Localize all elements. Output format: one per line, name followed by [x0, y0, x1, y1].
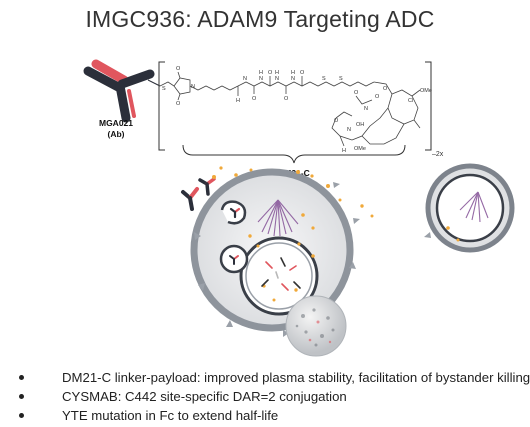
- feature-item: CYSMAB: C442 site-specific DAR=2 conjuga…: [18, 387, 518, 406]
- svg-text:OMe: OMe: [420, 88, 432, 94]
- cell-illustration: [181, 163, 515, 357]
- feature-text: DM21-C linker-payload: improved plasma s…: [62, 370, 530, 385]
- antibody-icon: [83, 59, 161, 123]
- bullet-icon: [19, 394, 24, 399]
- svg-text:OMe: OMe: [354, 146, 366, 152]
- page-title: IMGC936: ADAM9 Targeting ADC: [85, 6, 435, 32]
- svg-text:OH: OH: [356, 122, 364, 128]
- svg-text:O: O: [354, 90, 359, 96]
- svg-text:N: N: [364, 106, 368, 112]
- svg-text:H: H: [291, 70, 295, 76]
- svg-text:S: S: [339, 76, 343, 82]
- svg-text:O: O: [176, 101, 181, 107]
- structure-brace: [182, 144, 406, 164]
- svg-text:O: O: [252, 96, 257, 102]
- svg-text:S: S: [162, 86, 166, 92]
- svg-text:Cl: Cl: [408, 98, 413, 104]
- structure-atoms: O N S O H N O N H O N H O N H O S S O N …: [162, 66, 432, 154]
- structure-bracket: [158, 61, 432, 151]
- svg-text:O: O: [284, 96, 289, 102]
- svg-text:H: H: [275, 70, 279, 76]
- feature-text: YTE mutation in Fc to extend half-life: [62, 408, 279, 423]
- feature-text: CYSMAB: C442 site-specific DAR=2 conjuga…: [62, 389, 347, 404]
- svg-text:H: H: [259, 70, 263, 76]
- svg-text:H: H: [342, 148, 346, 154]
- svg-text:O: O: [375, 94, 380, 100]
- svg-text:N: N: [275, 76, 279, 82]
- feature-list: DM21-C linker-payload: improved plasma s…: [18, 368, 530, 425]
- antibody-name: MGA021: [99, 118, 133, 128]
- svg-text:N: N: [259, 76, 263, 82]
- svg-text:O: O: [383, 86, 388, 92]
- feature-item: DM21-C linker-payload: improved plasma s…: [18, 368, 530, 387]
- linker-chain: [159, 71, 421, 147]
- svg-text:N: N: [243, 76, 247, 82]
- bullet-icon: [19, 375, 24, 380]
- svg-text:N: N: [347, 127, 351, 133]
- svg-text:O: O: [176, 66, 181, 72]
- svg-text:H: H: [236, 98, 240, 104]
- subscript-2x: –2x: [432, 151, 444, 158]
- svg-text:S: S: [322, 76, 326, 82]
- svg-text:N: N: [291, 76, 295, 82]
- bullet-icon: [19, 413, 24, 418]
- antibody-sub: (Ab): [108, 129, 125, 139]
- feature-item: YTE mutation in Fc to extend half-life: [18, 406, 518, 425]
- svg-text:O: O: [300, 70, 305, 76]
- svg-text:N: N: [191, 84, 195, 90]
- svg-text:O: O: [268, 70, 273, 76]
- svg-text:O: O: [334, 118, 339, 124]
